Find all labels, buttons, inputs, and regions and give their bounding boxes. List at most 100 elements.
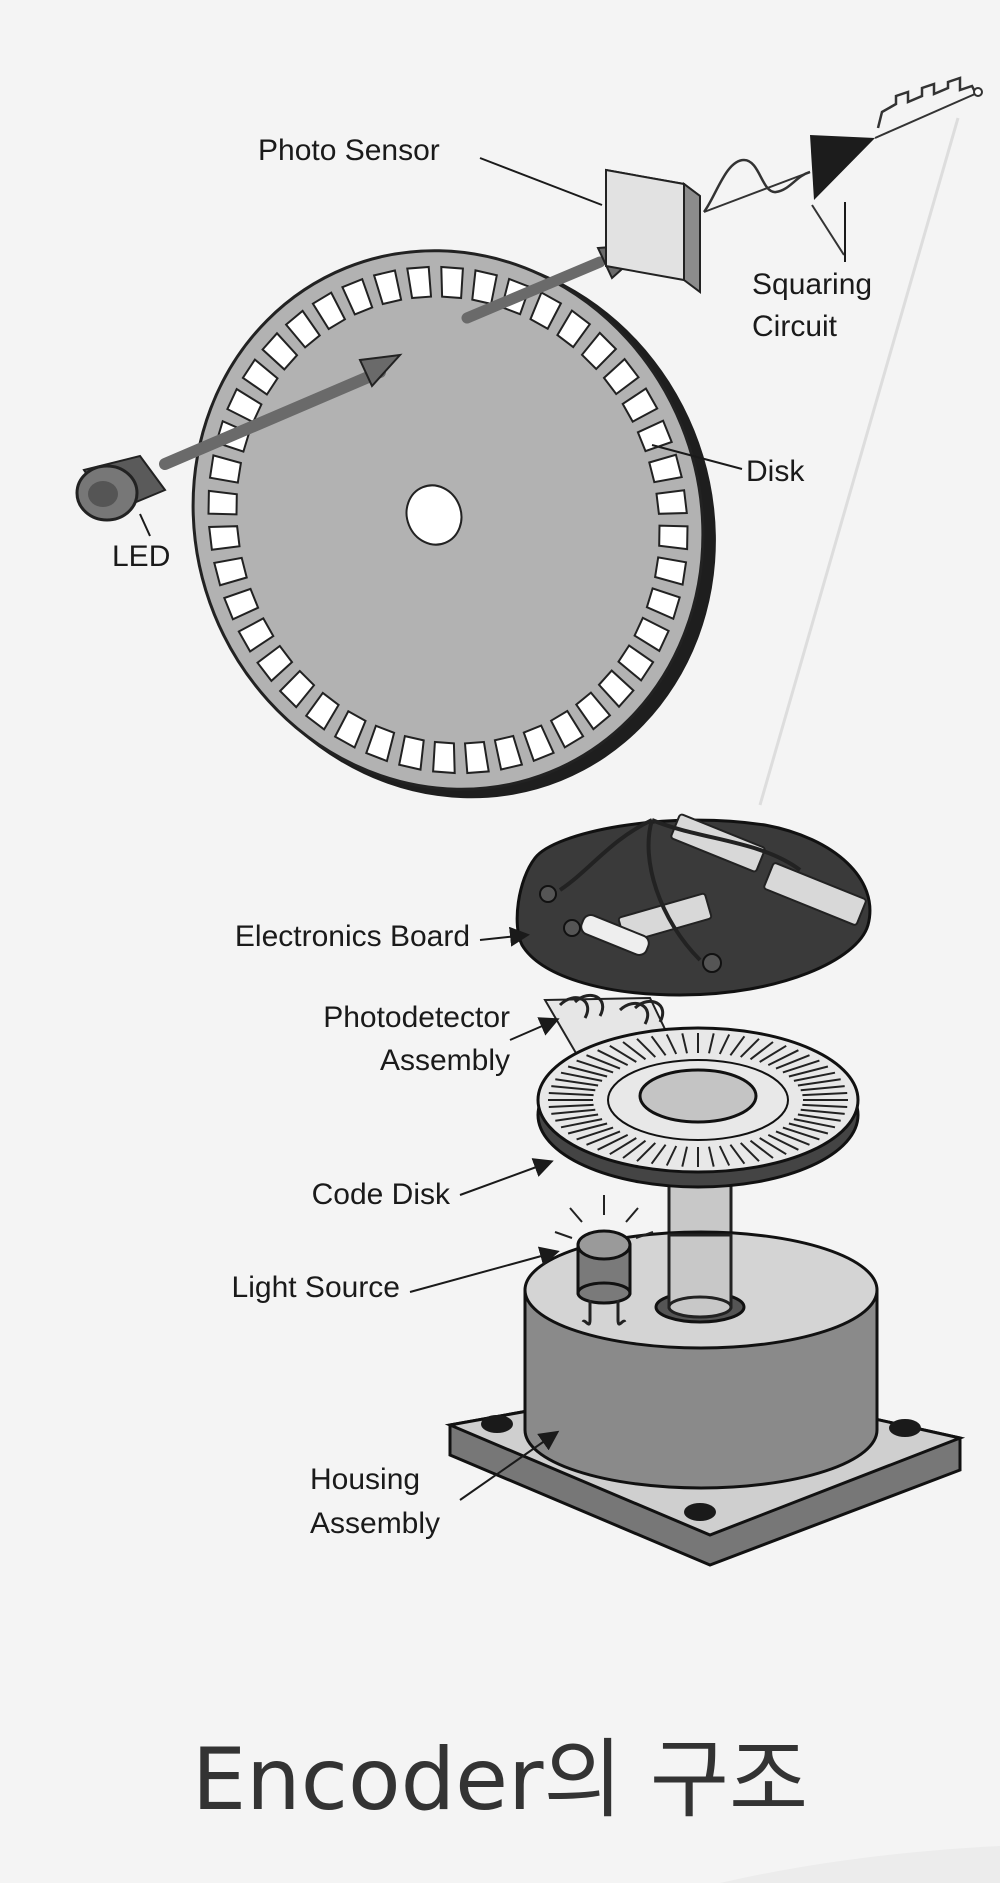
- code-disk-tick: [681, 1146, 688, 1167]
- code-disk-tick: [548, 1092, 594, 1097]
- code-disk-tick: [555, 1113, 599, 1122]
- disk-slot: [304, 691, 340, 731]
- code-disk-tick: [548, 1103, 594, 1108]
- code-disk-tick: [718, 1145, 731, 1166]
- disk-slot: [341, 277, 374, 316]
- code-disk-tick: [636, 1038, 657, 1058]
- label-photodetector-line1: Photodetector: [323, 1001, 510, 1034]
- code-disk-tick: [576, 1059, 614, 1074]
- disk-slot: [440, 265, 464, 300]
- code-disk-tick: [729, 1144, 746, 1165]
- disk-slot: [549, 709, 585, 749]
- code-disk-tick: [729, 1035, 746, 1056]
- caption-title: Encoder의 구조: [191, 1730, 809, 1830]
- code-disk-tick: [650, 1144, 667, 1165]
- code-disk-tick: [665, 1034, 678, 1055]
- disk-slots: [207, 265, 689, 775]
- code-disk-tick: [622, 1041, 647, 1061]
- code-disk-tick: [775, 1054, 810, 1070]
- code-disk-tick: [586, 1054, 621, 1070]
- disk-slot: [602, 357, 640, 396]
- label-photodetector-line2: Assembly: [379, 1044, 510, 1077]
- code-disk-tick: [597, 1134, 629, 1151]
- code-disk-tick: [788, 1122, 829, 1135]
- code-disk-tick: [708, 1033, 715, 1054]
- code-disk-tick: [802, 1092, 848, 1097]
- label-code-disk: Code Disk: [311, 1178, 450, 1211]
- code-disk-tick: [567, 1065, 608, 1078]
- disk-slot: [261, 331, 299, 371]
- label-electronics-board: Electronics Board: [234, 920, 470, 953]
- code-disk-tick: [650, 1035, 667, 1056]
- label-squaring-circuit-line1: Squaring: [752, 268, 873, 301]
- code-disk-tick: [681, 1033, 688, 1054]
- label-housing-line2: Assembly: [310, 1507, 441, 1540]
- disk-slot: [621, 387, 659, 423]
- code-disk-tick: [802, 1103, 848, 1108]
- label-photo-sensor: Photo Sensor: [258, 134, 440, 167]
- disk-slot: [278, 669, 316, 709]
- code-disk-tick: [797, 1078, 841, 1087]
- disk-slot: [372, 269, 403, 306]
- disk-slot: [207, 489, 238, 516]
- code-disk-tick: [749, 1041, 774, 1061]
- disk-slot: [658, 524, 689, 551]
- code-disk-tick: [800, 1108, 845, 1115]
- code-disk-tick: [597, 1049, 629, 1066]
- disk-slot: [493, 734, 524, 771]
- disk-slot: [529, 291, 563, 331]
- code-disk-tick: [555, 1078, 599, 1087]
- code-disk-tick: [749, 1139, 774, 1159]
- label-housing-line1: Housing: [310, 1463, 421, 1496]
- code-disk-tick: [551, 1085, 596, 1092]
- analog-signal-wave: [702, 158, 811, 213]
- code-disk-tick: [551, 1108, 596, 1115]
- disk-slot: [556, 309, 592, 349]
- disk-slot: [237, 617, 275, 653]
- disk-slot: [636, 419, 674, 453]
- code-disk-tick: [788, 1065, 829, 1078]
- code-disk-tick: [793, 1118, 836, 1129]
- disk-slot: [655, 489, 688, 515]
- disk-slot: [222, 587, 260, 621]
- disk-slot: [208, 454, 243, 484]
- code-disk-tick: [739, 1038, 760, 1058]
- label-squaring-circuit-line2: Circuit: [752, 310, 838, 343]
- code-disk-tick: [560, 1118, 603, 1129]
- code-disk-tick: [622, 1139, 647, 1159]
- code-disk-tick: [609, 1137, 637, 1156]
- code-disk-tick: [739, 1142, 760, 1162]
- code-disk-tick: [775, 1130, 810, 1146]
- code-disk-tick: [759, 1044, 787, 1063]
- code-disk-tick: [586, 1130, 621, 1146]
- bottom-leader-lines: [409, 926, 560, 1501]
- disk-slot: [645, 587, 681, 621]
- electronics-board: [515, 813, 872, 997]
- led-emitter: [75, 454, 167, 522]
- code-disk-tick: [797, 1113, 841, 1122]
- disk-slot: [208, 525, 241, 551]
- disk-slot: [241, 358, 279, 396]
- code-disk-tick: [708, 1146, 715, 1167]
- code-disk-tick: [718, 1034, 731, 1055]
- code-disk-tick: [665, 1145, 678, 1166]
- housing-assembly: [444, 1230, 966, 1567]
- square-wave-output: [876, 76, 977, 129]
- disk-slot: [432, 740, 456, 775]
- disk-slot: [522, 724, 555, 763]
- label-light-source: Light Source: [231, 1271, 400, 1304]
- code-disk-tick: [567, 1122, 608, 1135]
- code-disk-tick: [560, 1071, 603, 1082]
- light-source-led: [554, 1195, 654, 1326]
- disk-slot: [471, 269, 498, 306]
- label-disk: Disk: [746, 455, 805, 488]
- disk-slot: [580, 331, 618, 371]
- code-disk-tick: [609, 1044, 637, 1063]
- code-disk-tick: [767, 1049, 799, 1066]
- label-led: LED: [112, 540, 171, 573]
- disk-slot: [398, 734, 425, 771]
- disk-slot: [284, 309, 322, 349]
- code-disk-tick: [576, 1126, 614, 1141]
- disk-center-hole: [405, 484, 463, 546]
